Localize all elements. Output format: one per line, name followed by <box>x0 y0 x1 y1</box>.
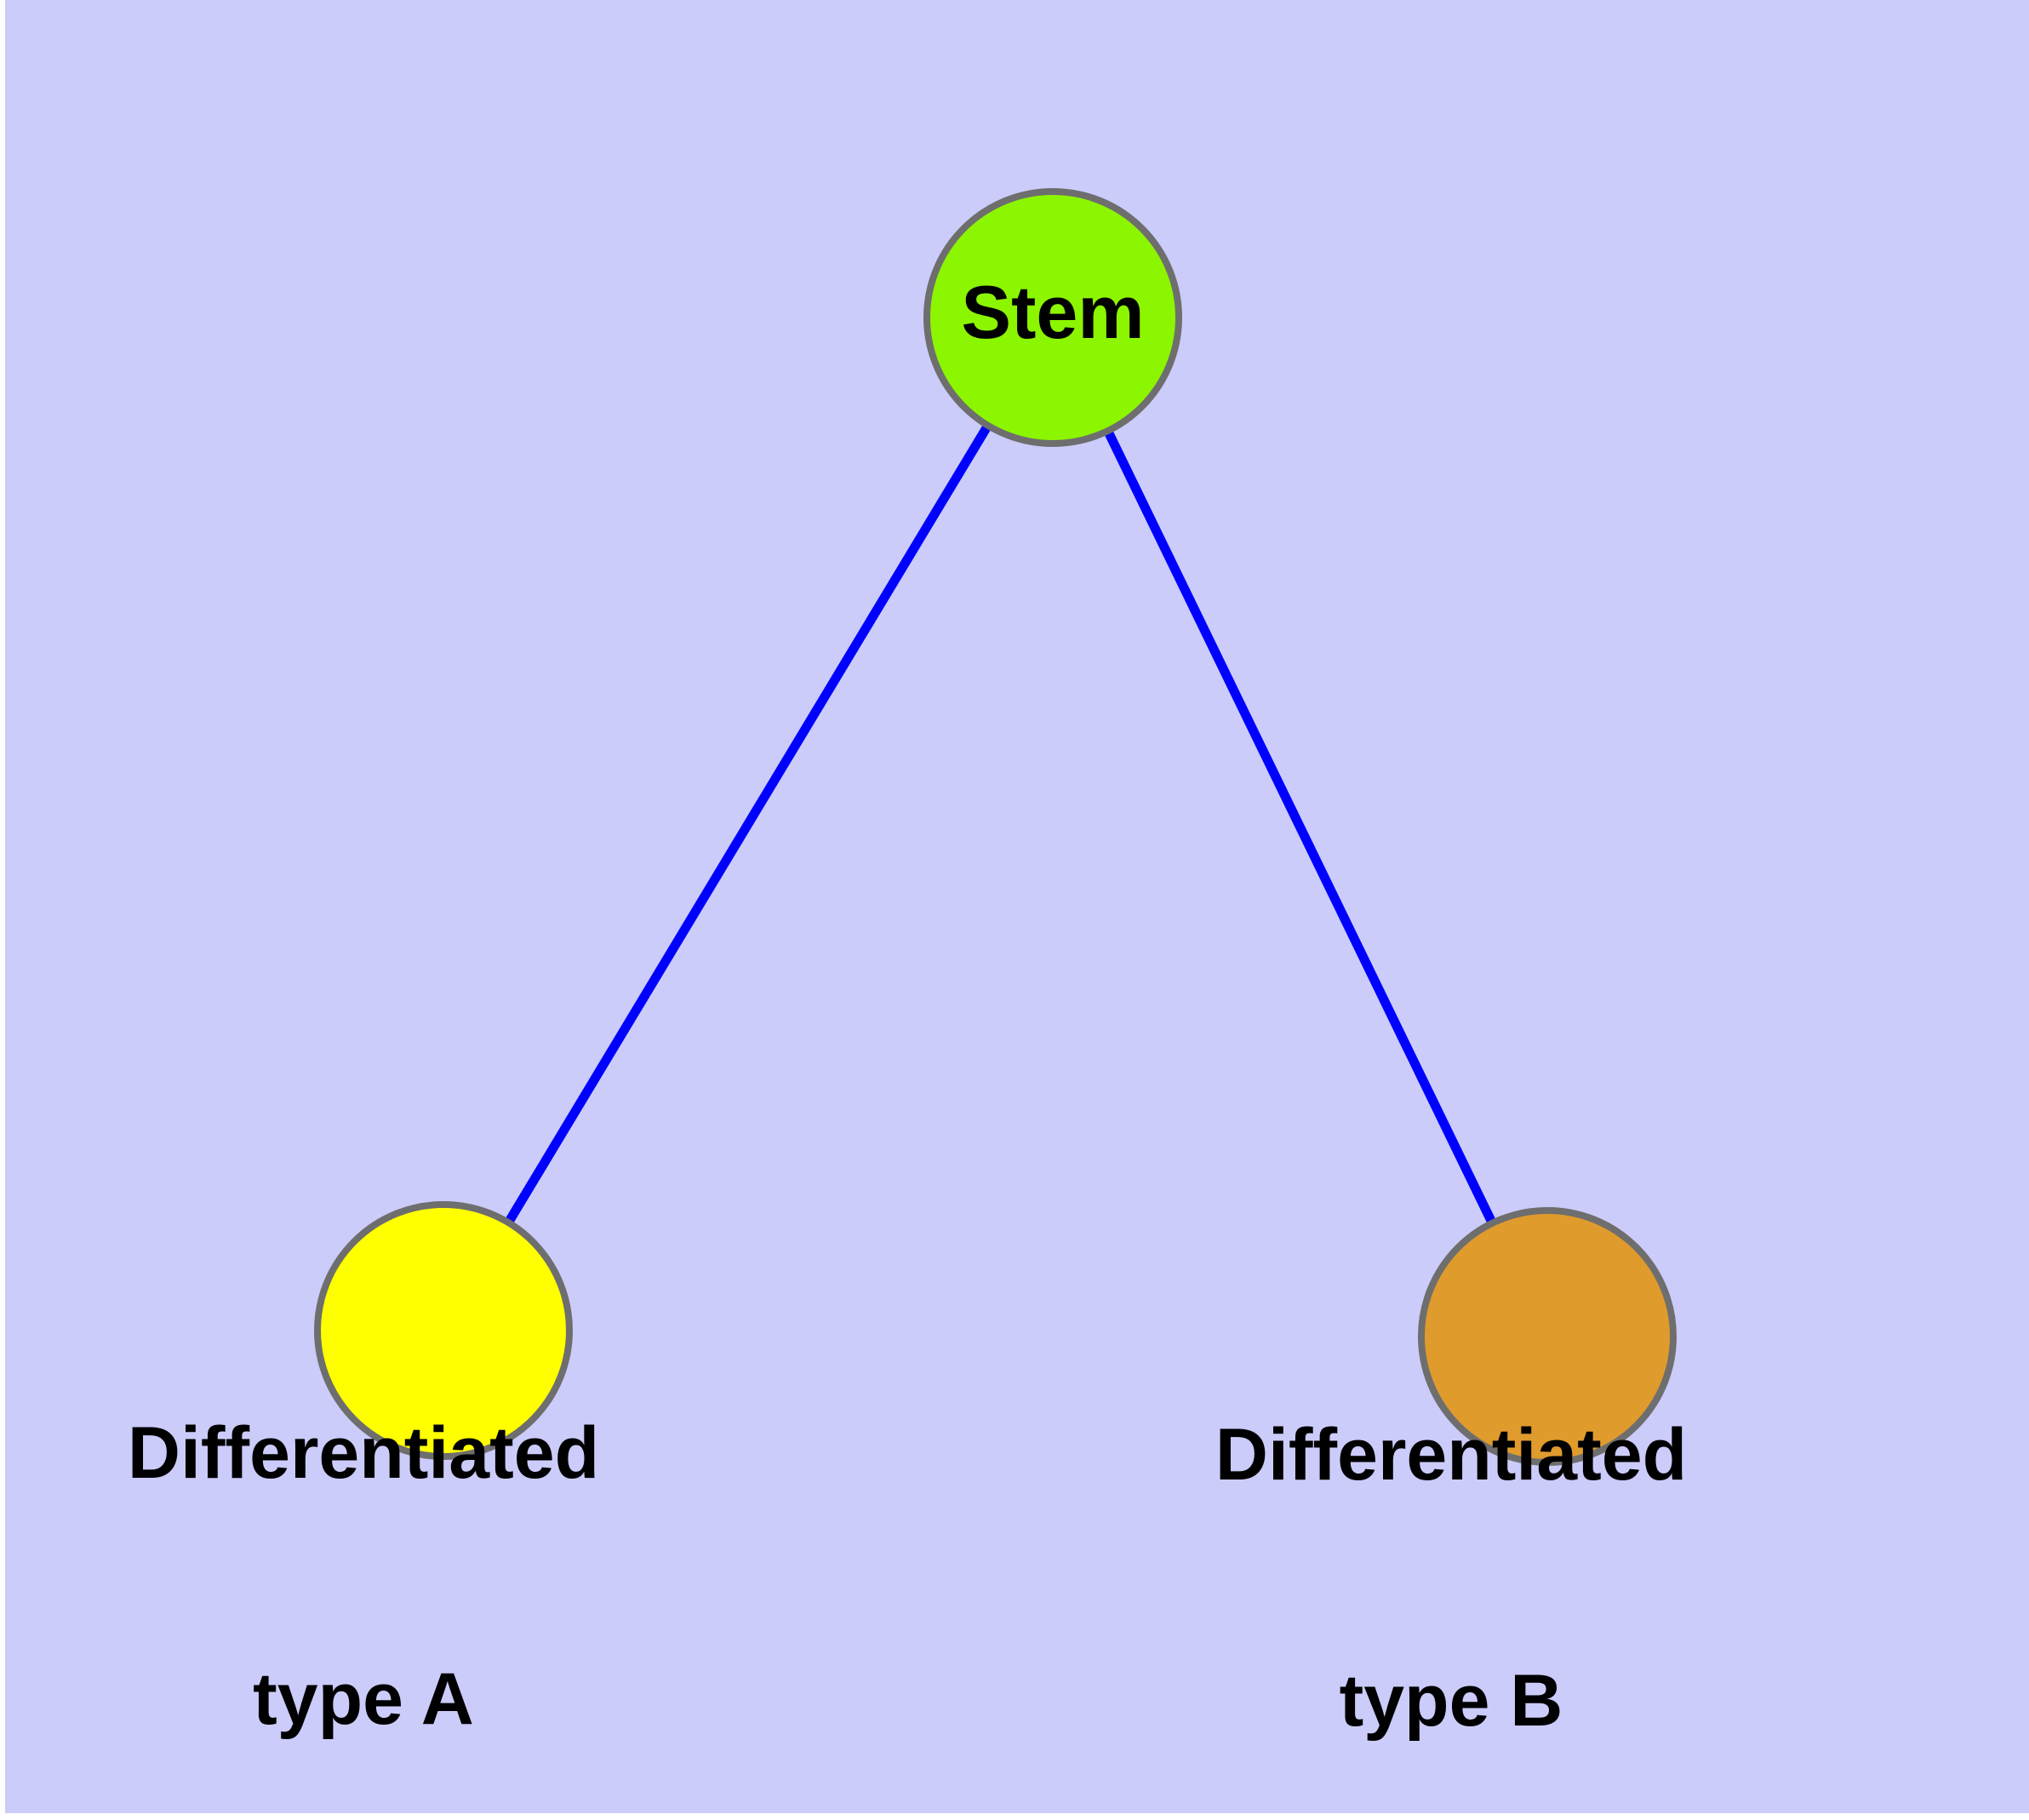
edge-stem-diff-a <box>439 315 1057 1333</box>
edge-layer <box>439 315 1552 1339</box>
node-differentiated-type-a[interactable] <box>314 1201 573 1460</box>
node-differentiated-type-b[interactable] <box>1418 1207 1677 1466</box>
node-layer <box>314 188 1677 1466</box>
edge-stem-diff-b <box>1049 315 1552 1339</box>
node-stem[interactable] <box>923 188 1182 447</box>
